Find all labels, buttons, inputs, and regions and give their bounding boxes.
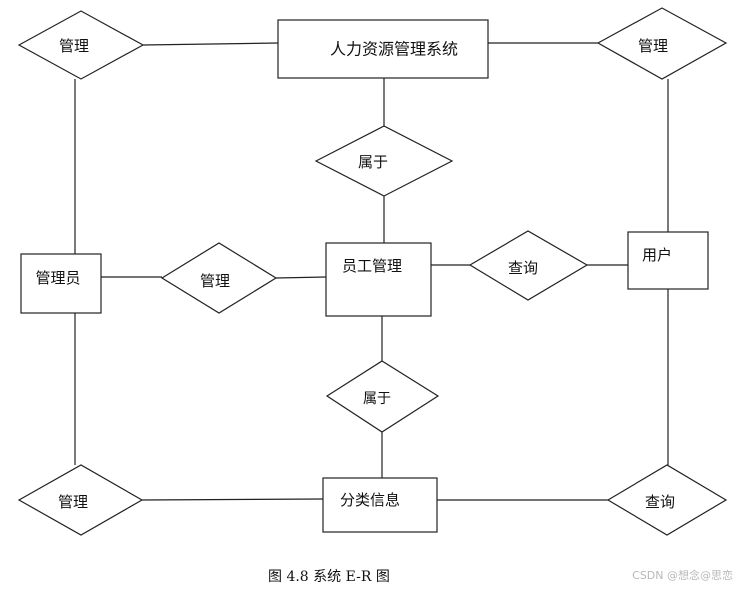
edge-bottomleft-category: [141, 498, 324, 501]
entity-user-label: 用户: [642, 246, 672, 264]
figure-caption: 图 4.8 系统 E-R 图: [268, 569, 390, 585]
relation-top-left: 管理: [17, 10, 145, 80]
relation-middle-left-label: 管理: [200, 272, 230, 290]
entity-user: 用户: [627, 231, 709, 290]
relation-bottom-left-label: 管理: [58, 493, 88, 511]
entity-admin-label: 管理员: [35, 269, 80, 287]
entity-category-info: 分类信息: [322, 477, 438, 533]
relation-belongs-lower-label: 属于: [363, 391, 391, 407]
entity-admin: 管理员: [20, 253, 102, 314]
relation-top-left-label: 管理: [59, 37, 89, 55]
relation-bottom-right: 查询: [606, 464, 728, 536]
relation-middle-right: 查询: [468, 230, 589, 301]
relation-top-right: 管理: [596, 7, 728, 80]
entity-system-label: 人力资源管理系统: [330, 40, 458, 59]
watermark: CSDN @想念@思恋: [632, 569, 733, 582]
relation-bottom-right-label: 查询: [645, 493, 675, 511]
relation-top-right-label: 管理: [638, 37, 668, 55]
relation-middle-right-label: 查询: [508, 259, 538, 277]
relation-belongs-upper: 属于: [314, 125, 454, 197]
connectors: [74, 42, 669, 501]
relation-belongs-upper-label: 属于: [358, 153, 388, 171]
relation-belongs-lower: 属于: [325, 360, 440, 433]
edge-system-topleft: [142, 42, 279, 46]
edge-midmanage-employee: [275, 276, 327, 279]
entity-employee-mgmt: 员工管理: [325, 242, 432, 317]
entity-employee-mgmt-label: 员工管理: [342, 257, 402, 275]
relation-middle-left: 管理: [160, 242, 278, 314]
relation-bottom-left: 管理: [17, 464, 144, 536]
entity-category-info-label: 分类信息: [340, 491, 400, 509]
entity-system: 人力资源管理系统: [277, 19, 489, 79]
